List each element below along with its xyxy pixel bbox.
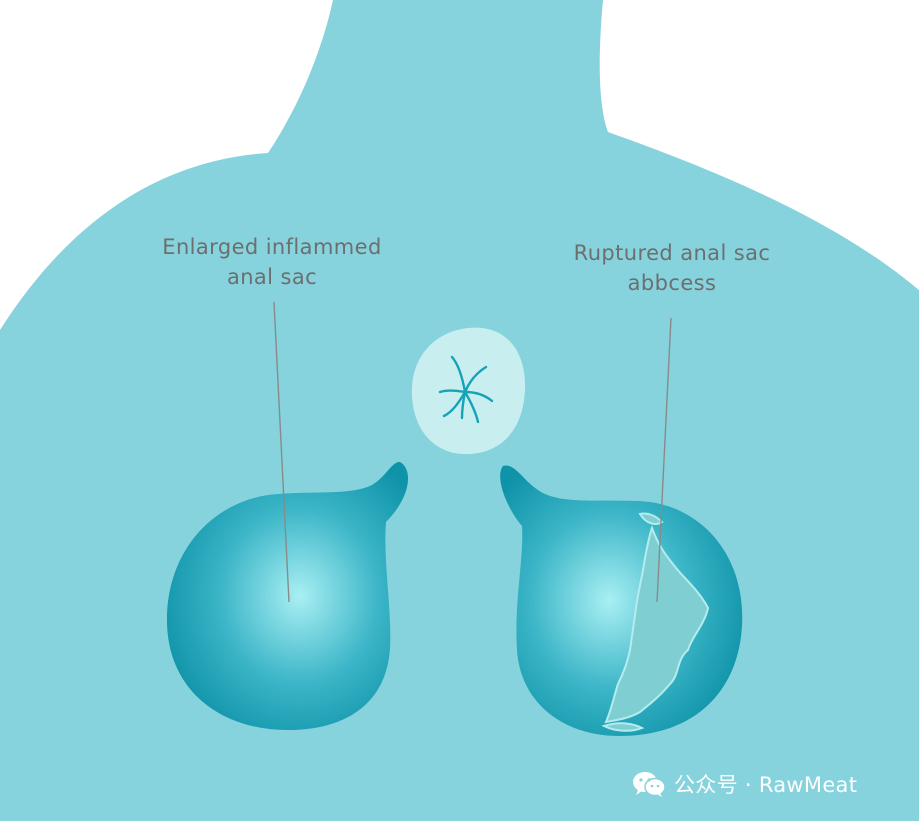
watermark: 公众号 · RawMeat	[632, 769, 857, 799]
label-left-line2: anal sac	[226, 265, 318, 289]
anus-opening	[411, 327, 526, 455]
label-right-line2: abbcess	[627, 271, 717, 295]
label-ruptured-sac-abscess: Ruptured anal sac abbcess	[542, 238, 802, 298]
rupture-area	[604, 524, 710, 724]
right-anal-sac	[500, 465, 743, 736]
label-right-line1: Ruptured anal sac	[573, 241, 771, 265]
leader-line-left	[273, 301, 290, 603]
left-anal-sac	[166, 461, 409, 730]
watermark-text: 公众号 · RawMeat	[674, 773, 858, 797]
anus-star-icon	[438, 355, 494, 424]
label-enlarged-inflamed-sac: Enlarged inflammed anal sac	[132, 232, 412, 292]
rupture-fragment-bottom	[601, 722, 645, 732]
leader-line-right	[656, 317, 672, 603]
label-left-line1: Enlarged inflammed	[162, 235, 382, 259]
rupture-fragment	[638, 512, 664, 525]
wechat-icon	[633, 772, 666, 797]
